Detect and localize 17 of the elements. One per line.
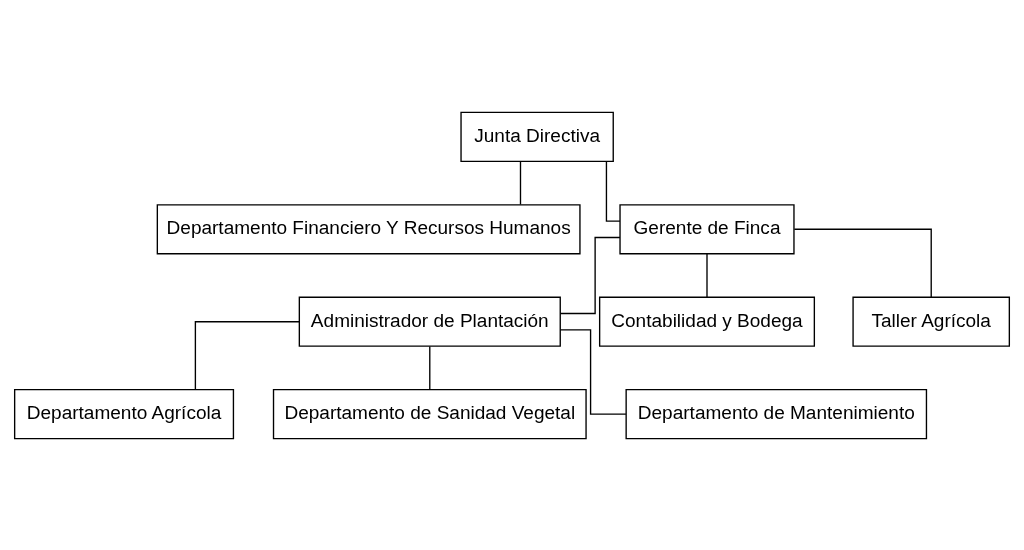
connector — [429, 345, 431, 390]
node-box: Departamento de Sanidad Vegetal — [272, 388, 587, 439]
node-box: Taller Agrícola — [852, 296, 1011, 347]
connector — [559, 236, 621, 314]
connector — [194, 320, 300, 390]
connector — [519, 160, 522, 205]
node-box: Departamento de Mantenimiento — [625, 388, 928, 439]
node-box: Junta Directiva — [460, 111, 614, 162]
connector — [605, 160, 621, 222]
node-box: Contabilidad y Bodega — [598, 296, 816, 347]
node-box: Gerente de Finca — [619, 203, 795, 254]
node-box: Departamento Financiero Y Recursos Humanos — [156, 203, 581, 254]
connector — [559, 328, 627, 415]
node-box: Departamento Agrícola — [13, 388, 235, 439]
node-box: Administrador de Plantación — [298, 296, 561, 347]
connector — [706, 252, 708, 298]
connector — [793, 228, 932, 298]
